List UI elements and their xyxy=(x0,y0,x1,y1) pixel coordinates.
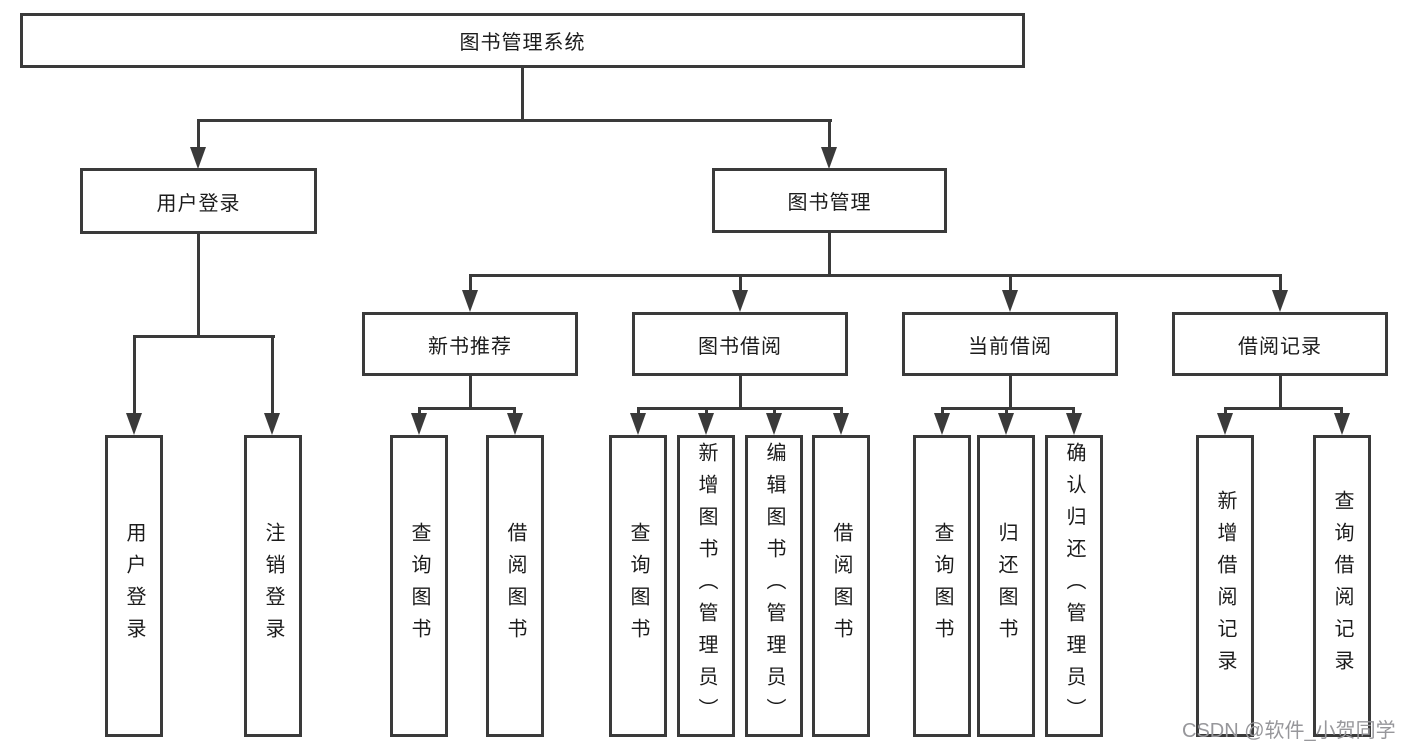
leaf-edit-books-admin-label: 编辑图书（管理员） xyxy=(763,442,785,730)
connector xyxy=(1340,407,1343,417)
connector xyxy=(1224,407,1227,417)
connector xyxy=(133,335,275,338)
node-book-borrowing: 图书借阅 xyxy=(632,312,848,376)
leaf-recommend-borrow-books: 借阅图书 xyxy=(486,435,544,737)
connector xyxy=(1072,407,1075,417)
node-borrowing-records-label: 借阅记录 xyxy=(1238,335,1322,358)
node-current-borrowing: 当前借阅 xyxy=(902,312,1118,376)
node-current-borrowing-label: 当前借阅 xyxy=(968,335,1052,358)
connector xyxy=(197,234,200,337)
connector xyxy=(418,407,421,417)
leaf-add-books-admin-label: 新增图书（管理员） xyxy=(695,442,717,730)
connector xyxy=(840,407,843,417)
connector xyxy=(133,335,136,415)
leaf-logout-label: 注销登录 xyxy=(262,522,284,650)
leaf-borrowing-borrow-books-label: 借阅图书 xyxy=(830,522,852,650)
leaf-add-books-admin: 新增图书（管理员） xyxy=(677,435,735,737)
connector xyxy=(469,274,472,292)
node-book-management-label: 图书管理 xyxy=(787,192,872,214)
arrow-down-icon xyxy=(264,413,280,435)
arrow-down-icon xyxy=(833,413,849,435)
leaf-borrowing-query-books-label: 查询图书 xyxy=(627,522,649,650)
connector xyxy=(521,68,524,122)
arrow-down-icon xyxy=(732,290,748,312)
connector xyxy=(637,407,842,410)
connector xyxy=(1279,274,1282,292)
arrow-down-icon xyxy=(934,413,950,435)
node-user-login-label: 用户登录 xyxy=(156,192,241,215)
leaf-current-query-books-label: 查询图书 xyxy=(931,522,953,650)
leaf-add-borrow-record-label: 新增借阅记录 xyxy=(1214,490,1236,682)
arrow-down-icon xyxy=(698,413,714,435)
connector xyxy=(941,407,944,417)
arrow-down-icon xyxy=(630,413,646,435)
connector xyxy=(1009,376,1012,409)
leaf-return-books-label: 归还图书 xyxy=(995,522,1017,650)
arrow-down-icon xyxy=(411,413,427,435)
node-library-system: 图书管理系统 xyxy=(20,13,1025,68)
arrow-down-icon xyxy=(1217,413,1233,435)
arrow-down-icon xyxy=(1334,413,1350,435)
arrow-down-icon xyxy=(766,413,782,435)
connector xyxy=(941,407,1075,410)
connector xyxy=(637,407,640,417)
connector xyxy=(469,376,472,409)
arrow-down-icon xyxy=(998,413,1014,435)
leaf-confirm-return-admin-label: 确认归还（管理员） xyxy=(1063,442,1085,730)
arrow-down-icon xyxy=(1066,413,1082,435)
arrow-down-icon xyxy=(190,147,206,169)
leaf-recommend-query-books: 查询图书 xyxy=(390,435,448,737)
connector xyxy=(197,119,832,122)
connector xyxy=(739,274,742,292)
arrow-down-icon xyxy=(1002,290,1018,312)
connector xyxy=(773,407,776,417)
leaf-query-borrow-record: 查询借阅记录 xyxy=(1313,435,1371,737)
arrow-down-icon xyxy=(507,413,523,435)
connector xyxy=(469,274,1281,277)
node-new-book-recommend-label: 新书推荐 xyxy=(428,335,512,358)
connector xyxy=(513,407,516,417)
arrow-down-icon xyxy=(462,290,478,312)
node-library-system-label: 图书管理系统 xyxy=(459,32,586,54)
leaf-edit-books-admin: 编辑图书（管理员） xyxy=(745,435,803,737)
node-book-management: 图书管理 xyxy=(712,168,947,233)
node-user-login: 用户登录 xyxy=(80,168,317,234)
leaf-borrowing-query-books: 查询图书 xyxy=(609,435,667,737)
leaf-current-query-books: 查询图书 xyxy=(913,435,971,737)
connector xyxy=(271,335,274,415)
leaf-logout: 注销登录 xyxy=(244,435,302,737)
csdn-watermark: CSDN @软件_小贺同学 xyxy=(1182,720,1396,742)
connector xyxy=(1005,407,1008,417)
connector xyxy=(828,233,831,277)
arrow-down-icon xyxy=(126,413,142,435)
node-borrowing-records: 借阅记录 xyxy=(1172,312,1388,376)
leaf-recommend-borrow-books-label: 借阅图书 xyxy=(504,522,526,650)
leaf-borrowing-borrow-books: 借阅图书 xyxy=(812,435,870,737)
connector xyxy=(1279,376,1282,409)
leaf-add-borrow-record: 新增借阅记录 xyxy=(1196,435,1254,737)
node-new-book-recommend: 新书推荐 xyxy=(362,312,578,376)
leaf-user-login-label: 用户登录 xyxy=(123,522,145,650)
node-book-borrowing-label: 图书借阅 xyxy=(698,335,782,358)
connector xyxy=(828,119,831,149)
arrow-down-icon xyxy=(821,147,837,169)
arrow-down-icon xyxy=(1272,290,1288,312)
leaf-confirm-return-admin: 确认归还（管理员） xyxy=(1045,435,1103,737)
leaf-return-books: 归还图书 xyxy=(977,435,1035,737)
connector xyxy=(197,119,200,149)
leaf-query-borrow-record-label: 查询借阅记录 xyxy=(1331,490,1353,682)
leaf-recommend-query-books-label: 查询图书 xyxy=(408,522,430,650)
connector xyxy=(1224,407,1343,410)
connector xyxy=(418,407,516,410)
connector xyxy=(1009,274,1012,292)
connector xyxy=(739,376,742,409)
connector xyxy=(705,407,708,417)
leaf-user-login: 用户登录 xyxy=(105,435,163,737)
